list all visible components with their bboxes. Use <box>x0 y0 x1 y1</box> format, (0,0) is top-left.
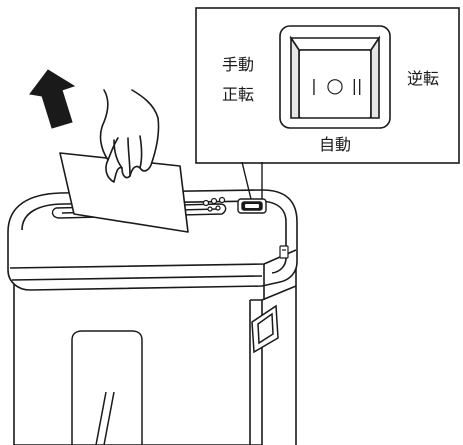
head-lower-rim <box>11 275 263 281</box>
switch-symbol-left: | <box>311 76 316 95</box>
switch-symbol-right: || <box>352 76 363 95</box>
indicator-dot-5 <box>215 205 221 211</box>
hand-thumb <box>107 137 119 161</box>
bin-side-face <box>249 299 262 445</box>
hand-finger-line-1 <box>113 139 123 169</box>
indicator-dot-1 <box>202 199 210 207</box>
label-manual: 手動 <box>222 55 254 74</box>
hand-finger-line-3 <box>139 135 143 169</box>
indicator-dot-4 <box>207 206 213 212</box>
indicator-dots <box>202 196 226 212</box>
hand-finger-line-2 <box>127 137 131 177</box>
label-auto: 自動 <box>319 135 351 154</box>
rocker-switch-large <box>279 25 391 129</box>
label-forward: 正転 <box>222 85 254 104</box>
bin-window <box>71 330 143 445</box>
indicator-dot-3 <box>218 196 226 204</box>
side-button[interactable] <box>279 245 289 259</box>
callout: | ○ || 手動 正転 逆転 自動 <box>195 7 460 200</box>
indicator-dot-2 <box>210 197 218 205</box>
hand-outline <box>99 89 160 183</box>
shredder <box>7 189 298 445</box>
callout-leader-left <box>241 161 252 200</box>
bin-handle[interactable] <box>251 304 279 354</box>
label-reverse: 逆転 <box>407 69 439 88</box>
hand <box>99 89 160 183</box>
up-arrow-icon <box>29 69 76 129</box>
switch-symbol-center: ○ <box>326 73 343 97</box>
head-bevel <box>21 200 287 274</box>
shredder-switch[interactable] <box>237 198 267 214</box>
